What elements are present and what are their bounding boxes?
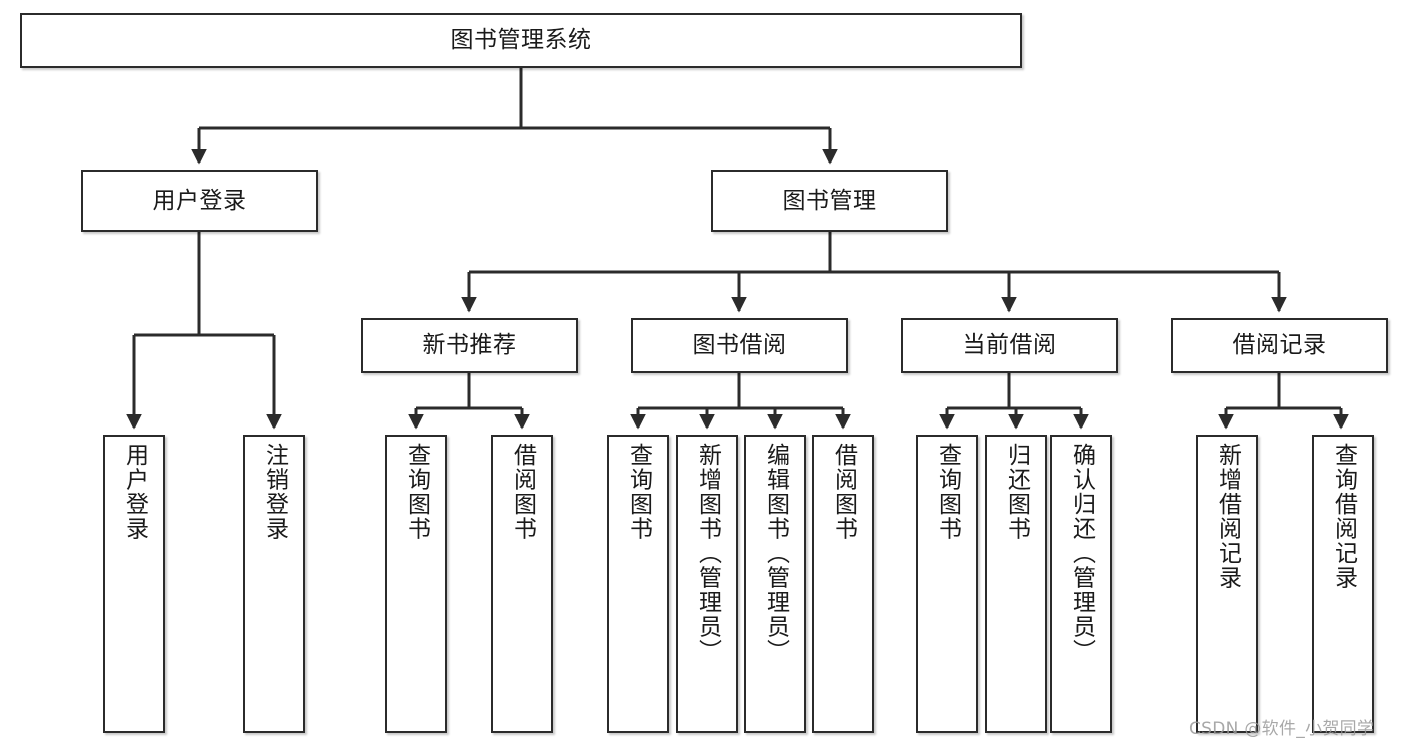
node-leaf-confirm-return[interactable]: 确认归还（管理员） (1050, 435, 1112, 733)
node-leaf-query-borrow-record[interactable]: 查询借阅记录 (1312, 435, 1374, 733)
node-user-login-label: 用户登录 (152, 187, 247, 214)
node-leaf-query-book-2-label: 查询图书 (625, 443, 652, 541)
node-root-label: 图书管理系统 (450, 27, 592, 54)
node-leaf-edit-book[interactable]: 编辑图书（管理员） (744, 435, 806, 733)
node-leaf-query-book-1-label: 查询图书 (403, 443, 430, 541)
node-leaf-query-book-1[interactable]: 查询图书 (385, 435, 447, 733)
node-leaf-borrow-book-2-label: 借阅图书 (830, 443, 857, 541)
node-book-management-label: 图书管理 (782, 187, 877, 214)
node-leaf-user-login[interactable]: 用户登录 (103, 435, 165, 733)
node-root[interactable]: 图书管理系统 (20, 13, 1022, 68)
node-leaf-borrow-book-1-label: 借阅图书 (509, 443, 536, 541)
node-leaf-return-book[interactable]: 归还图书 (985, 435, 1047, 733)
node-leaf-return-book-label: 归还图书 (1003, 443, 1030, 541)
node-leaf-edit-book-label: 编辑图书（管理员） (762, 443, 789, 664)
node-current-borrow-label: 当前借阅 (962, 332, 1057, 359)
node-leaf-add-book[interactable]: 新增图书（管理员） (676, 435, 738, 733)
node-new-book-recommend-label: 新书推荐 (422, 332, 517, 359)
node-book-borrow[interactable]: 图书借阅 (631, 318, 848, 373)
node-borrow-record[interactable]: 借阅记录 (1171, 318, 1388, 373)
csdn-watermark: CSDN @软件_小贺同学 (1189, 719, 1375, 739)
node-leaf-add-borrow-record[interactable]: 新增借阅记录 (1196, 435, 1258, 733)
node-leaf-borrow-book-1[interactable]: 借阅图书 (491, 435, 553, 733)
node-leaf-query-borrow-record-label: 查询借阅记录 (1330, 443, 1357, 590)
node-leaf-query-book-3-label: 查询图书 (934, 443, 961, 541)
node-borrow-record-label: 借阅记录 (1232, 332, 1327, 359)
node-leaf-add-book-label: 新增图书（管理员） (694, 443, 721, 664)
node-leaf-add-borrow-record-label: 新增借阅记录 (1214, 443, 1241, 590)
node-new-book-recommend[interactable]: 新书推荐 (361, 318, 578, 373)
node-leaf-user-login-label: 用户登录 (121, 443, 148, 541)
node-user-login[interactable]: 用户登录 (81, 170, 318, 232)
node-leaf-logout-login[interactable]: 注销登录 (243, 435, 305, 733)
node-book-borrow-label: 图书借阅 (692, 332, 787, 359)
node-leaf-borrow-book-2[interactable]: 借阅图书 (812, 435, 874, 733)
node-leaf-logout-login-label: 注销登录 (261, 443, 288, 541)
node-leaf-query-book-2[interactable]: 查询图书 (607, 435, 669, 733)
node-current-borrow[interactable]: 当前借阅 (901, 318, 1118, 373)
node-leaf-confirm-return-label: 确认归还（管理员） (1068, 443, 1095, 664)
node-book-management[interactable]: 图书管理 (711, 170, 948, 232)
node-leaf-query-book-3[interactable]: 查询图书 (916, 435, 978, 733)
